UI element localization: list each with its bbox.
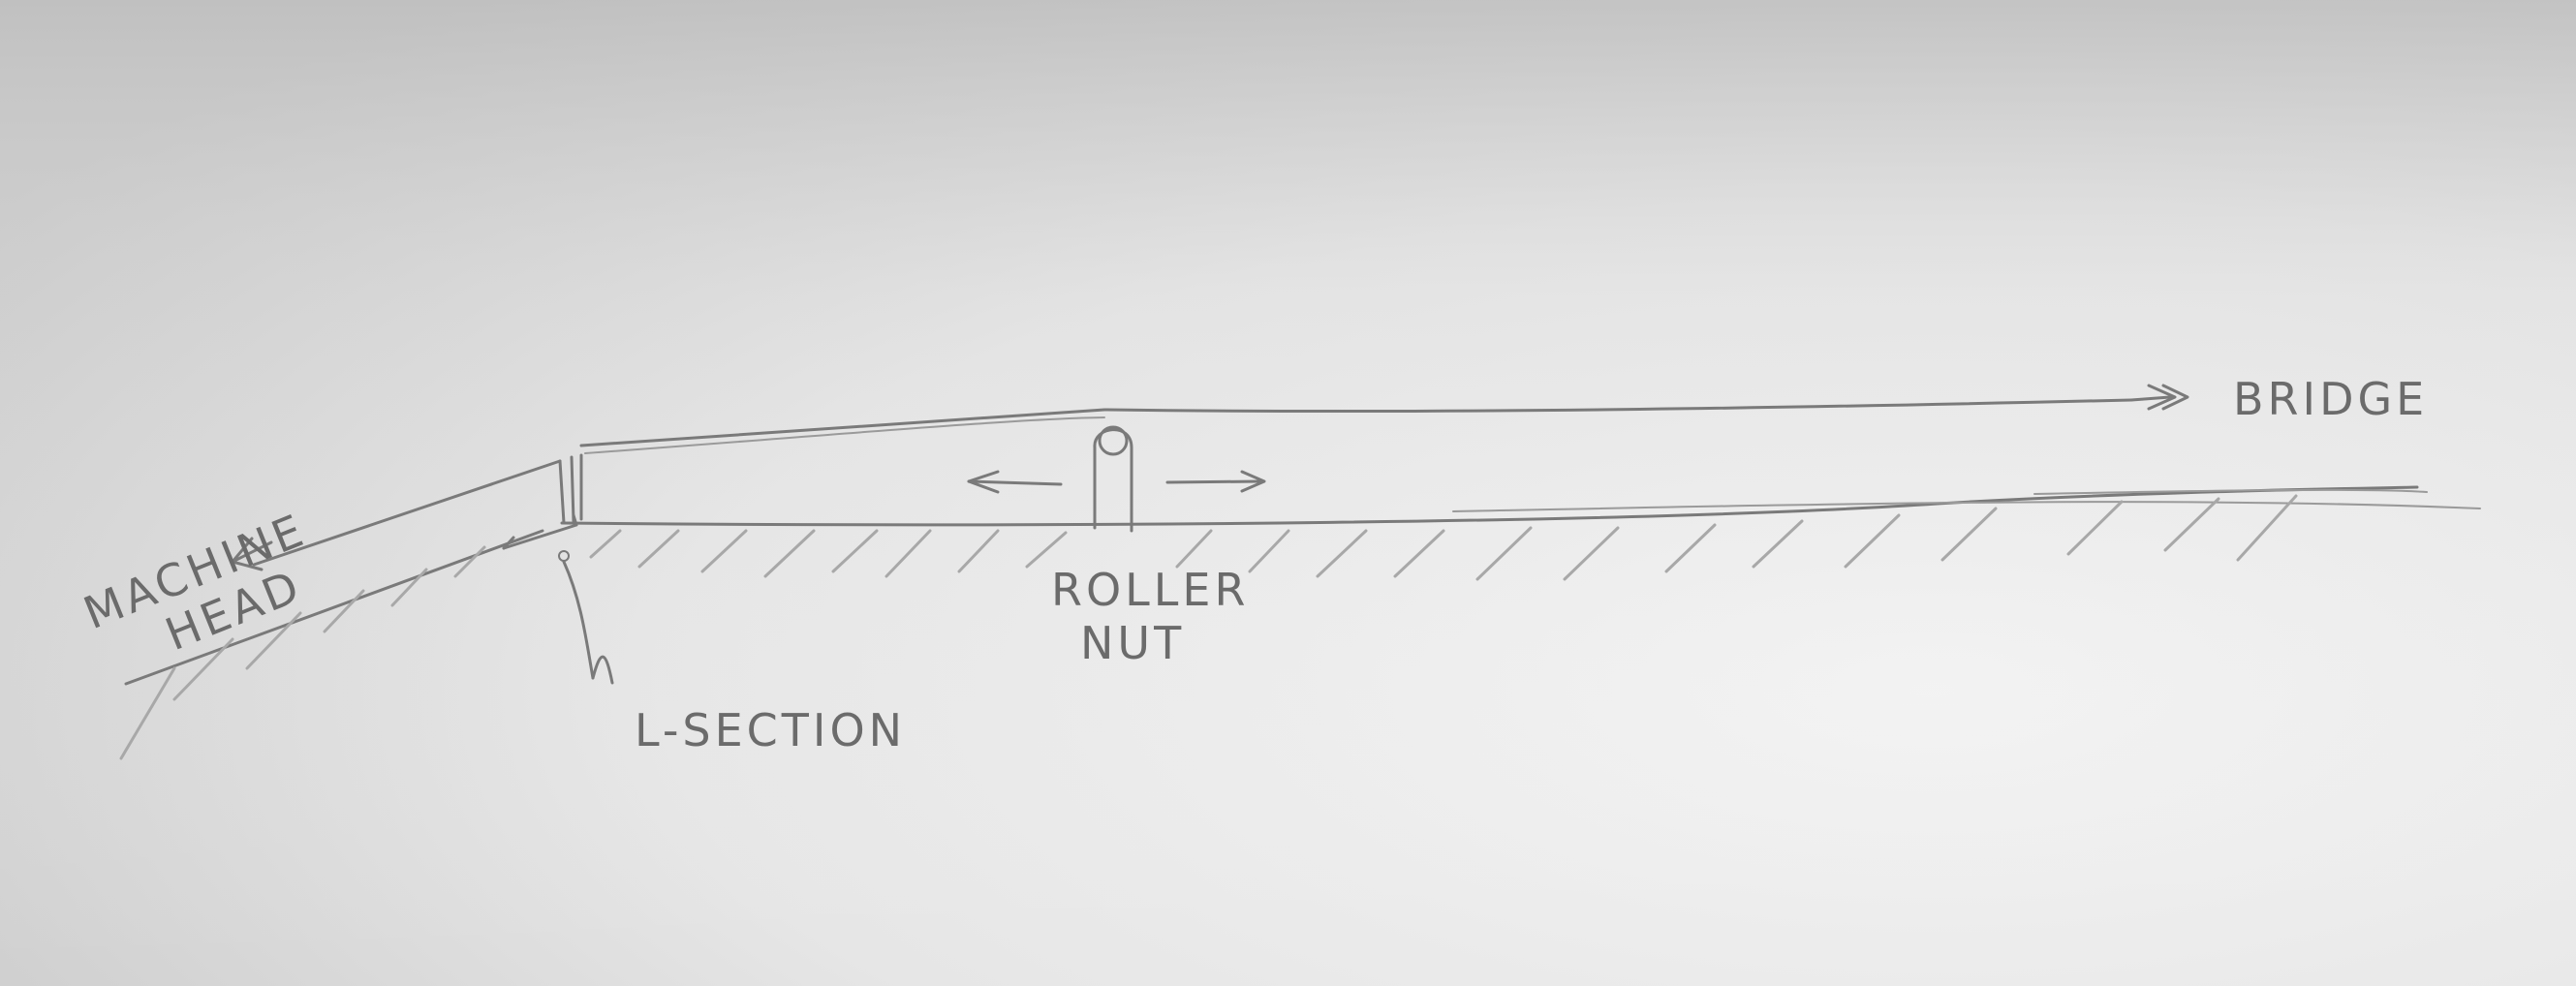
roller-nut-label-line2: NUT bbox=[1080, 617, 1185, 669]
l-section-label: L-SECTION bbox=[635, 704, 906, 756]
roller-nut-label-line1: ROLLER bbox=[1051, 564, 1249, 616]
bridge-label: BRIDGE bbox=[2233, 373, 2428, 425]
